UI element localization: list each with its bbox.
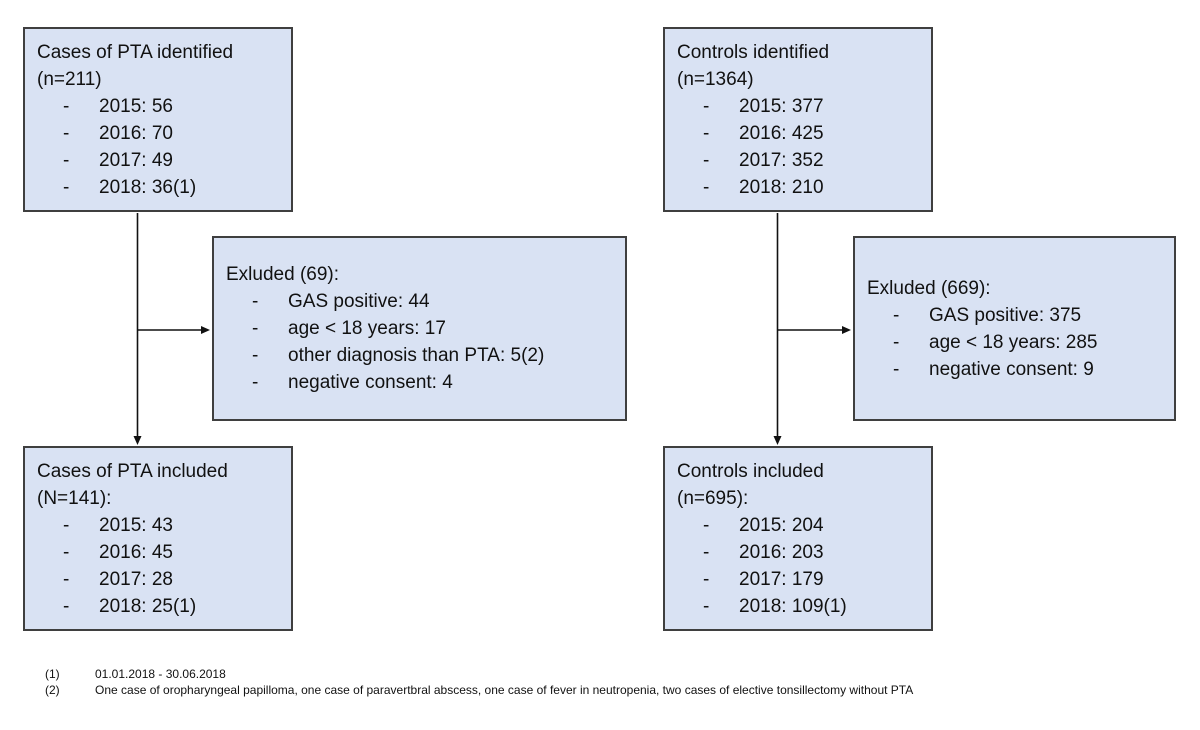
list-item-text: 2015: 377 bbox=[739, 95, 824, 117]
box-controls-included: Controls included (n=695): - 2015: 204 -… bbox=[663, 446, 933, 631]
list-dash: - bbox=[252, 372, 259, 393]
box-cases-included: Cases of PTA included (N=141): - 2015: 4… bbox=[23, 446, 293, 631]
list-dash: - bbox=[703, 95, 710, 117]
box-subtitle: (n=211) bbox=[37, 68, 102, 90]
list-dash: - bbox=[252, 345, 259, 366]
list-item: - 2018: 210 bbox=[677, 174, 925, 201]
list-item: - 2016: 70 bbox=[37, 120, 285, 147]
list-item: - other diagnosis than PTA: 5(2) bbox=[226, 342, 619, 369]
box-subtitle: (N=141): bbox=[37, 487, 112, 509]
list-item-text: 2017: 179 bbox=[739, 568, 824, 590]
list-item: - negative consent: 9 bbox=[867, 356, 1168, 383]
list-dash: - bbox=[893, 331, 900, 353]
list-item: - 2017: 49 bbox=[37, 147, 285, 174]
list-item-text: negative consent: 4 bbox=[288, 372, 453, 393]
list-dash: - bbox=[703, 541, 710, 563]
list-dash: - bbox=[63, 176, 70, 198]
list-item-text: 2017: 352 bbox=[739, 149, 824, 171]
list-item-text: negative consent: 9 bbox=[929, 358, 1094, 380]
list-item: - 2015: 43 bbox=[37, 512, 285, 539]
footnotes: (1) 01.01.2018 - 30.06.2018 (2) One case… bbox=[45, 666, 913, 698]
list-item: - 2017: 352 bbox=[677, 147, 925, 174]
list-dash: - bbox=[63, 595, 70, 617]
list-item-text: 2015: 204 bbox=[739, 514, 824, 536]
list-dash: - bbox=[63, 568, 70, 590]
list-dash: - bbox=[63, 95, 70, 117]
list-item: - 2016: 425 bbox=[677, 120, 925, 147]
list-item: - negative consent: 4 bbox=[226, 369, 619, 396]
list-item-text: 2016: 203 bbox=[739, 541, 824, 563]
box-title: Exluded (69): bbox=[226, 264, 340, 285]
list-dash: - bbox=[252, 318, 259, 339]
list-dash: - bbox=[893, 304, 900, 326]
list-item: - 2015: 56 bbox=[37, 93, 285, 120]
list-item-text: 2018: 36(1) bbox=[99, 176, 197, 198]
box-title: Controls included bbox=[677, 460, 824, 482]
list-dash: - bbox=[703, 514, 710, 536]
box-title: Controls identified bbox=[677, 41, 830, 63]
list-item: - 2018: 109(1) bbox=[677, 593, 925, 620]
list-item: - age < 18 years: 285 bbox=[867, 329, 1168, 356]
footnote-text: One case of oropharyngeal papilloma, one… bbox=[95, 683, 914, 697]
list-dash: - bbox=[252, 291, 259, 312]
box-title: Cases of PTA included bbox=[37, 460, 228, 482]
list-item-text: 2016: 70 bbox=[99, 122, 173, 144]
list-item-text: 2016: 45 bbox=[99, 541, 173, 563]
list-item-text: 2016: 425 bbox=[739, 122, 824, 144]
list-item-text: 2018: 210 bbox=[739, 176, 824, 198]
list-item: - 2018: 25(1) bbox=[37, 593, 285, 620]
footnote-1: (1) 01.01.2018 - 30.06.2018 bbox=[45, 666, 913, 682]
list-item-text: other diagnosis than PTA: 5(2) bbox=[288, 345, 545, 366]
box-title: Cases of PTA identified bbox=[37, 41, 234, 63]
list-dash: - bbox=[893, 358, 900, 380]
list-dash: - bbox=[703, 595, 710, 617]
list-item-text: GAS positive: 44 bbox=[288, 291, 430, 312]
list-dash: - bbox=[63, 541, 70, 563]
list-dash: - bbox=[63, 122, 70, 144]
box-cases-identified: Cases of PTA identified (n=211) - 2015: … bbox=[23, 27, 293, 212]
list-item: - 2016: 203 bbox=[677, 539, 925, 566]
list-dash: - bbox=[703, 149, 710, 171]
list-item-text: age < 18 years: 17 bbox=[288, 318, 446, 339]
footnote-text: 01.01.2018 - 30.06.2018 bbox=[95, 667, 226, 681]
footnote-2: (2) One case of oropharyngeal papilloma,… bbox=[45, 682, 913, 698]
list-item-text: 2017: 28 bbox=[99, 568, 173, 590]
box-title: Exluded (669): bbox=[867, 277, 991, 299]
list-item: - GAS positive: 375 bbox=[867, 302, 1168, 329]
list-dash: - bbox=[63, 149, 70, 171]
list-dash: - bbox=[703, 122, 710, 144]
list-item-text: 2018: 25(1) bbox=[99, 595, 197, 617]
list-item-text: GAS positive: 375 bbox=[929, 304, 1082, 326]
list-item: - 2015: 204 bbox=[677, 512, 925, 539]
box-subtitle: (n=1364) bbox=[677, 68, 754, 90]
list-item-text: 2015: 56 bbox=[99, 95, 173, 117]
list-item: - 2017: 28 bbox=[37, 566, 285, 593]
footnote-marker: (1) bbox=[45, 667, 60, 681]
list-item: - 2015: 377 bbox=[677, 93, 925, 120]
box-controls-identified: Controls identified (n=1364) - 2015: 377… bbox=[663, 27, 933, 212]
list-dash: - bbox=[63, 514, 70, 536]
list-item-text: 2015: 43 bbox=[99, 514, 173, 536]
list-item-text: 2017: 49 bbox=[99, 149, 173, 171]
list-item-text: age < 18 years: 285 bbox=[929, 331, 1098, 353]
list-dash: - bbox=[703, 568, 710, 590]
list-item-text: 2018: 109(1) bbox=[739, 595, 847, 617]
list-item: - GAS positive: 44 bbox=[226, 288, 619, 315]
list-item: - 2016: 45 bbox=[37, 539, 285, 566]
list-item: - 2017: 179 bbox=[677, 566, 925, 593]
list-item: - 2018: 36(1) bbox=[37, 174, 285, 201]
list-dash: - bbox=[703, 176, 710, 198]
box-controls-excluded: Exluded (669): - GAS positive: 375 - age… bbox=[853, 236, 1176, 421]
box-cases-excluded: Exluded (69): - GAS positive: 44 - age <… bbox=[212, 236, 627, 421]
list-item: - age < 18 years: 17 bbox=[226, 315, 619, 342]
box-subtitle: (n=695): bbox=[677, 487, 749, 509]
footnote-marker: (2) bbox=[45, 683, 60, 697]
